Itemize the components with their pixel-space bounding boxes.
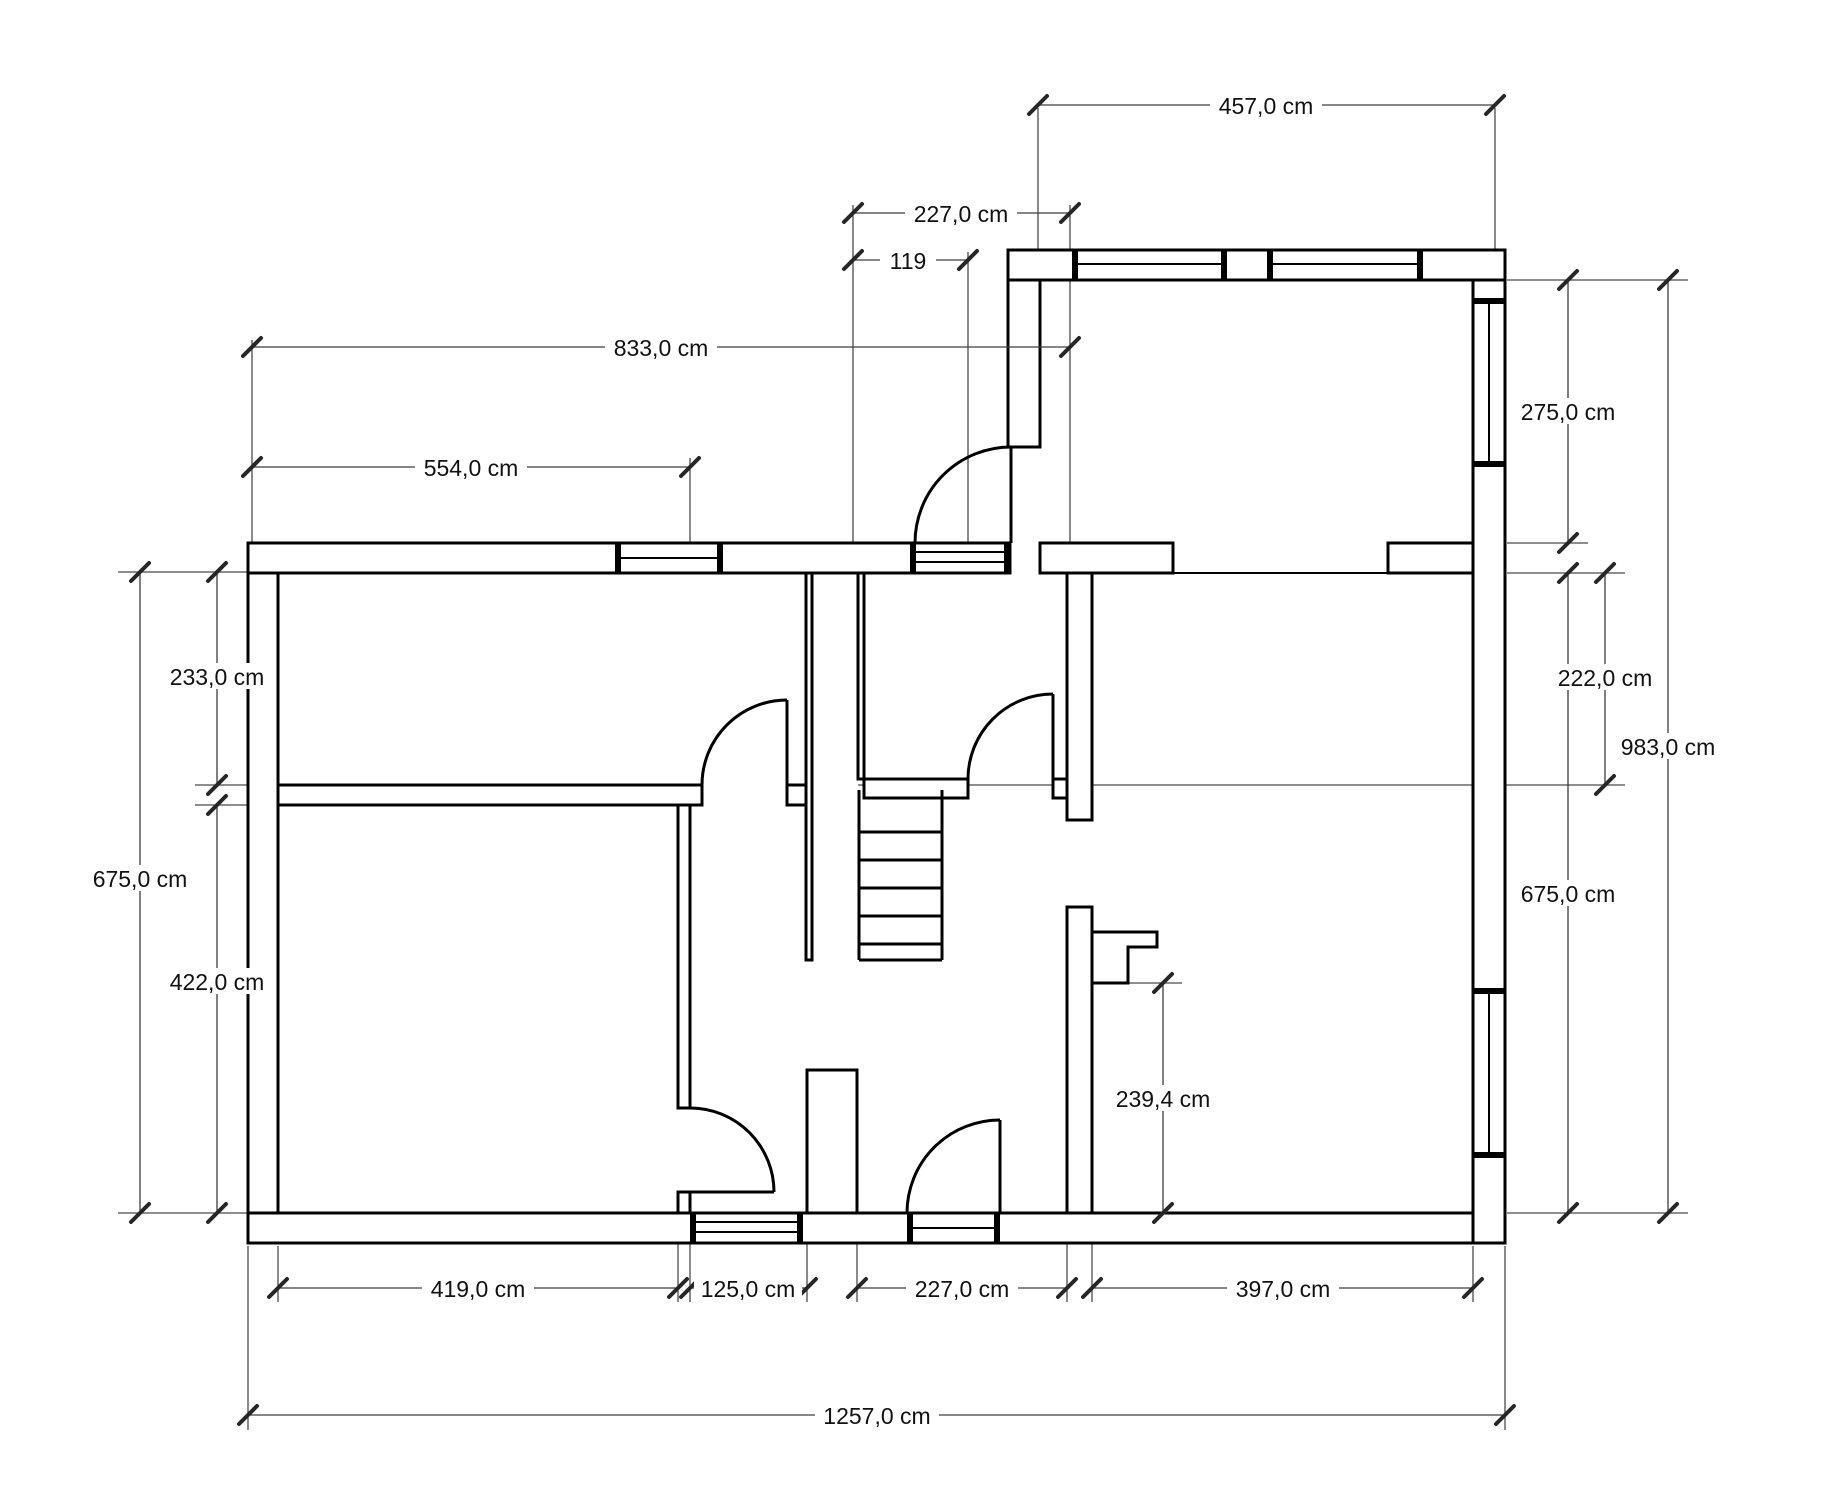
dim-label-1257-bottom: 1257,0 cm	[823, 1403, 930, 1429]
kitchen-counter	[1092, 930, 1159, 985]
dim-label-227-top: 227,0 cm	[914, 201, 1009, 227]
dim-label-675-right: 675,0 cm	[1521, 881, 1616, 907]
doors	[689, 445, 1055, 1214]
dim-label-675-left: 675,0 cm	[93, 866, 188, 892]
entry-door	[913, 445, 1013, 544]
dim-label-422-left: 422,0 cm	[170, 969, 265, 995]
dim-label-239-interior: 239,4 cm	[1116, 1086, 1211, 1112]
dimension-ticks	[129, 94, 1679, 1426]
dim-label-457-top: 457,0 cm	[1219, 93, 1314, 119]
stairs	[857, 790, 944, 962]
dim-label-227-bottom: 227,0 cm	[915, 1276, 1010, 1302]
windows	[615, 250, 1505, 1243]
interior-walls	[276, 571, 1094, 1215]
dim-label-233-left: 233,0 cm	[170, 664, 265, 690]
upper-left-room-door	[700, 698, 789, 786]
back-door	[905, 1118, 1002, 1214]
dim-label-419-bottom: 419,0 cm	[431, 1276, 526, 1302]
dim-label-833-top: 833,0 cm	[614, 335, 709, 361]
dim-label-554-top: 554,0 cm	[424, 455, 519, 481]
dim-label-983-right: 983,0 cm	[1621, 734, 1716, 760]
hall-door	[966, 692, 1055, 780]
exterior-walls	[246, 248, 1507, 1245]
dim-label-119-top: 119	[890, 248, 927, 274]
dimension-labels: 457,0 cm 227,0 cm 119 833,0 cm 554,0 cm …	[84, 92, 1724, 1429]
dim-label-125-bottom: 125,0 cm	[701, 1276, 796, 1302]
dim-label-222-right: 222,0 cm	[1558, 665, 1653, 691]
lower-left-room-door	[689, 1106, 776, 1194]
dim-label-275-right: 275,0 cm	[1521, 399, 1616, 425]
dim-label-397-bottom: 397,0 cm	[1236, 1276, 1331, 1302]
